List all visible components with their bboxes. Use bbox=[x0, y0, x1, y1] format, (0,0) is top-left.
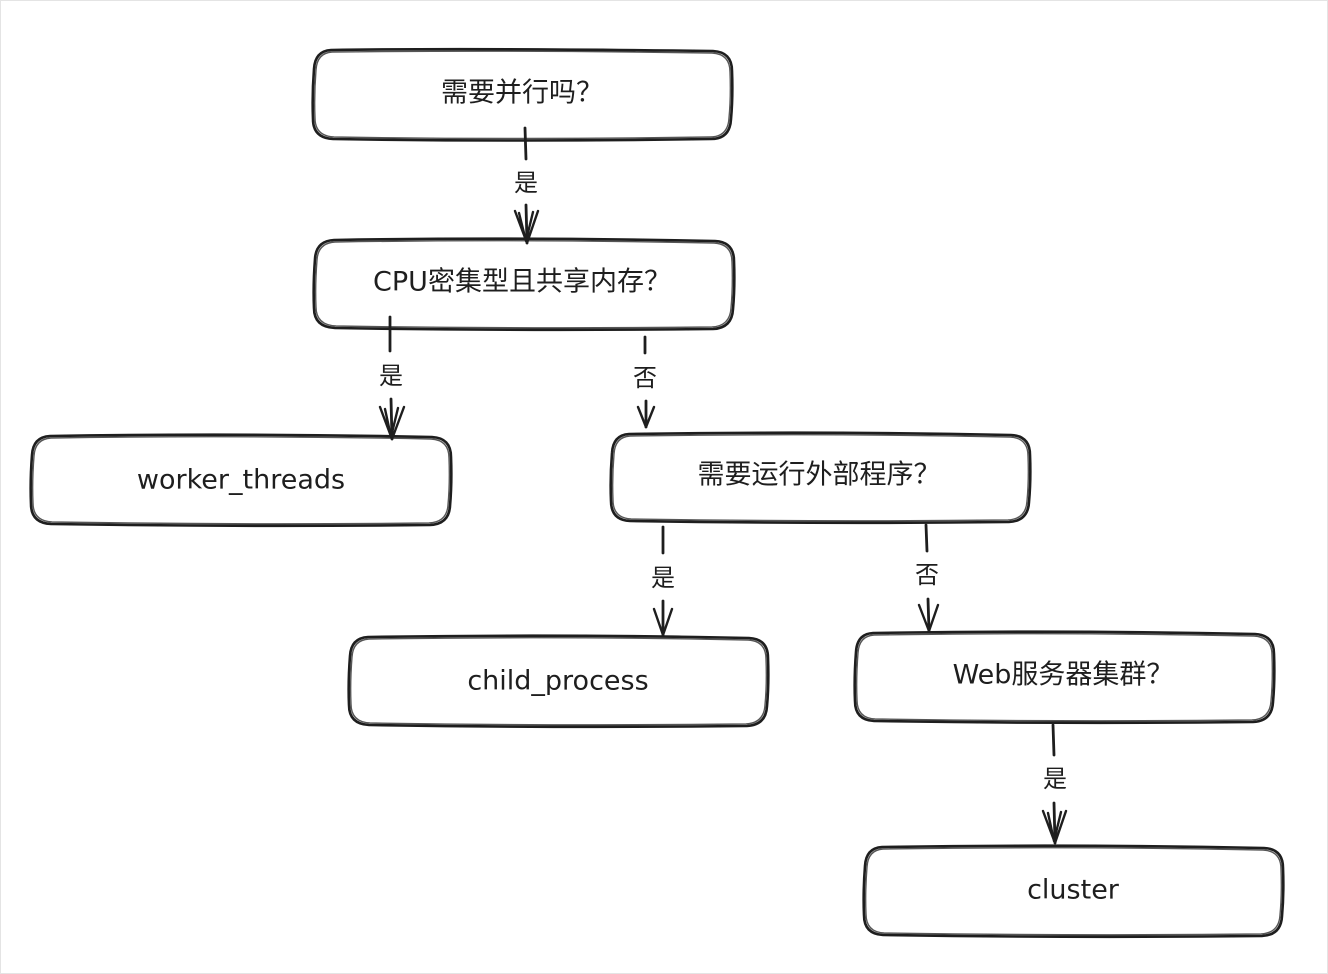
node-label: cluster bbox=[1027, 875, 1120, 906]
edge-label: 否 bbox=[915, 561, 939, 589]
arrow-head bbox=[636, 405, 656, 429]
node-box bbox=[312, 237, 736, 332]
node-box-outline bbox=[31, 436, 451, 525]
node-worker-threads: worker_threads bbox=[29, 433, 453, 528]
edge-web-cluster-to-cluster: 是 bbox=[1041, 723, 1068, 845]
edge-line bbox=[926, 597, 931, 633]
edge-label: 是 bbox=[379, 362, 403, 390]
edge-run-external-to-child-process: 是 bbox=[651, 525, 675, 637]
node-label: 需要运行外部程序？ bbox=[698, 460, 941, 491]
arrow-head bbox=[1041, 809, 1068, 845]
node-box bbox=[862, 844, 1285, 939]
node-run-external: 需要运行外部程序？ bbox=[609, 431, 1032, 525]
node-box-outline bbox=[864, 847, 1283, 936]
node-box-outline bbox=[855, 633, 1274, 722]
node-label: worker_threads bbox=[137, 465, 345, 496]
arrow-head bbox=[652, 607, 674, 637]
node-need-parallel: 需要并行吗？ bbox=[311, 47, 734, 142]
edge-cpu-shared-to-worker-threads: 是 bbox=[378, 315, 406, 441]
node-cpu-shared: CPU密集型且共享内存？ bbox=[312, 237, 736, 332]
node-box-outline bbox=[611, 434, 1030, 522]
node-box-outline bbox=[349, 637, 768, 726]
node-label: 需要并行吗？ bbox=[441, 78, 603, 109]
node-web-cluster: Web服务器集群？ bbox=[853, 630, 1276, 725]
edge-need-parallel-to-cpu-shared: 是 bbox=[513, 126, 540, 245]
node-box bbox=[853, 630, 1276, 725]
node-box-outline bbox=[313, 50, 732, 140]
node-cluster: cluster bbox=[862, 844, 1285, 939]
edge-label: 否 bbox=[633, 364, 657, 392]
edge-label: 是 bbox=[651, 564, 675, 592]
node-label: Web服务器集群？ bbox=[953, 660, 1174, 691]
node-box bbox=[609, 431, 1032, 525]
node-label: CPU密集型且共享内存？ bbox=[373, 267, 671, 298]
node-label: child_process bbox=[467, 666, 648, 697]
node-box-outline bbox=[314, 240, 734, 329]
edge-line bbox=[523, 126, 528, 161]
node-box bbox=[311, 47, 734, 142]
edge-label: 是 bbox=[1043, 765, 1067, 793]
edge-label: 是 bbox=[514, 169, 538, 197]
node-child-process: child_process bbox=[347, 634, 770, 729]
node-box bbox=[29, 433, 453, 528]
edge-line bbox=[924, 523, 929, 553]
edge-run-external-to-web-cluster: 否 bbox=[915, 523, 940, 633]
edge-cpu-shared-to-run-external: 否 bbox=[633, 335, 657, 429]
edge-line bbox=[1051, 723, 1056, 757]
node-box bbox=[347, 634, 770, 729]
